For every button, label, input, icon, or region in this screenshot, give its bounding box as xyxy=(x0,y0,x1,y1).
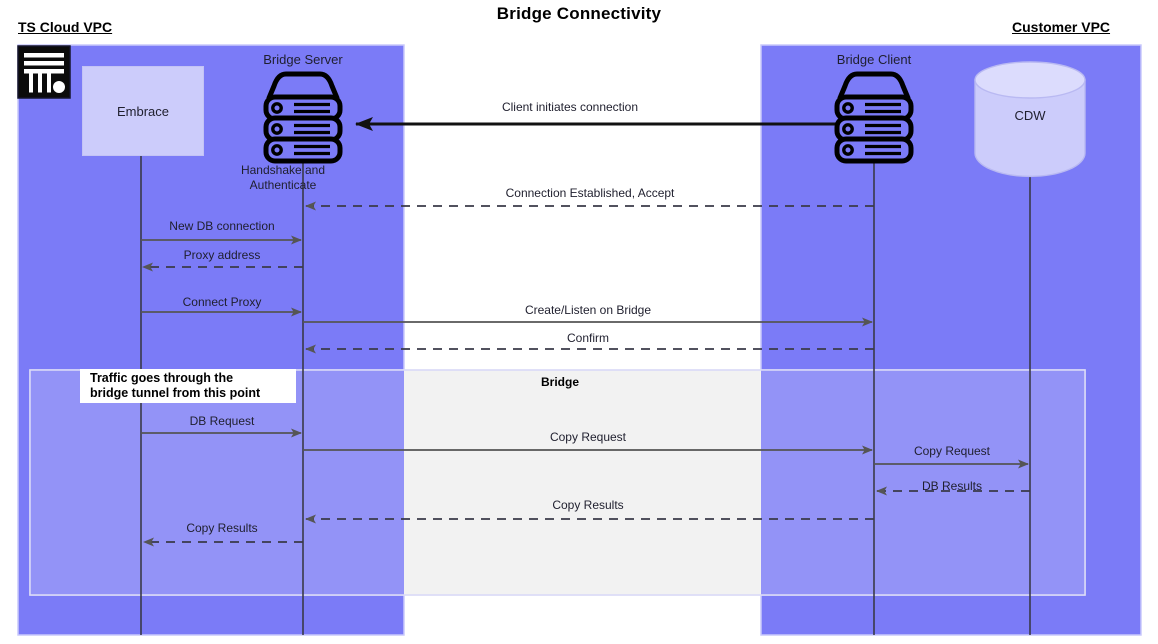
message-label-handshake-line1: Handshake and xyxy=(240,163,326,177)
zone-bridge xyxy=(29,369,1086,596)
message-label-create-listen-on-bridge: Create/Listen on Bridge xyxy=(524,303,652,317)
message-label-proxy-address: Proxy address xyxy=(183,248,261,262)
note-bridge-tunnel: Traffic goes through the bridge tunnel f… xyxy=(80,369,296,403)
message-label-copy-request-bridge: Copy Request xyxy=(549,430,627,444)
message-label-connect-proxy: Connect Proxy xyxy=(182,295,262,309)
message-label-handshake-line2: Authenticate xyxy=(249,178,317,192)
zone-title-bridge: Bridge xyxy=(540,375,579,389)
lifelines xyxy=(140,154,1031,635)
note-line-2: bridge tunnel from this point xyxy=(90,386,261,400)
message-label-db-results: DB Results xyxy=(921,479,983,493)
note-line-1: Traffic goes through the xyxy=(90,371,234,385)
node-embrace: Embrace xyxy=(82,66,204,156)
database-cylinder-icon xyxy=(974,61,1086,178)
message-label-db-request: DB Request xyxy=(189,414,255,428)
message-label-connection-established: Connection Established, Accept xyxy=(505,186,675,200)
server-stack-icon-bridge-server xyxy=(263,71,343,164)
message-label-copy-request-cdw: Copy Request xyxy=(913,444,991,458)
actor-label-bridge-server: Bridge Server xyxy=(263,52,343,67)
message-label-new-db-connection: New DB connection xyxy=(169,219,275,233)
actor-label-cdw: CDW xyxy=(1014,108,1046,123)
message-label-copy-results-embrace: Copy Results xyxy=(186,521,258,535)
zone-title-left-vpc: TS Cloud VPC xyxy=(18,19,113,35)
ts-logo-icon xyxy=(17,45,71,99)
message-label-copy-results-bridge: Copy Results xyxy=(552,498,624,512)
zone-title-right-vpc: Customer VPC xyxy=(1012,19,1111,35)
page-title: Bridge Connectivity xyxy=(496,4,662,23)
actor-label-bridge-client: Bridge Client xyxy=(836,52,912,67)
message-label-client-initiates-connection: Client initiates connection xyxy=(501,100,639,114)
message-label-confirm: Confirm xyxy=(566,331,609,345)
server-stack-icon-bridge-client xyxy=(834,71,914,164)
